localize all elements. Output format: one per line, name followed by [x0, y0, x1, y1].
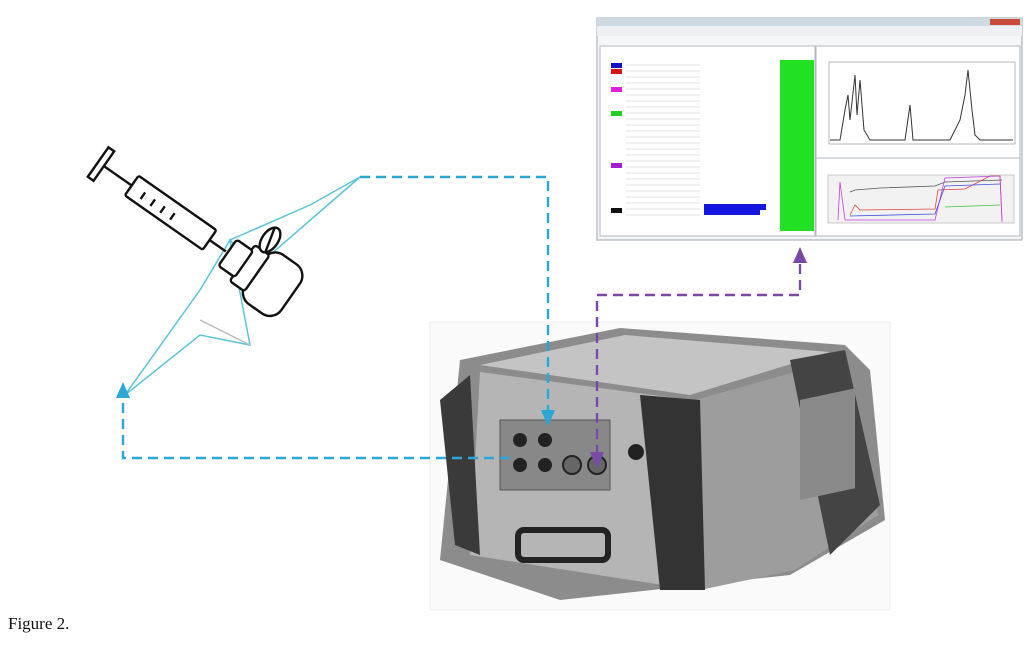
trend-line	[837, 175, 1003, 223]
menu-toolbar	[597, 26, 1022, 36]
trend-line	[849, 183, 1001, 217]
arrow-down-icon	[590, 452, 604, 468]
figure-caption: Figure 2.	[8, 614, 70, 633]
window-titlebar	[597, 18, 1022, 26]
trend-line	[944, 204, 1001, 208]
sampling-flow-line	[121, 175, 550, 460]
concentration-bar	[704, 204, 766, 210]
portable-ftir-analyzer	[429, 321, 891, 611]
valve-icon	[258, 226, 282, 254]
window-close-icon	[990, 19, 1020, 25]
arrow-up-icon	[116, 382, 130, 398]
arrow-up-icon	[793, 247, 807, 263]
arrow-down-icon	[541, 410, 555, 426]
software-screenshot	[596, 17, 1023, 241]
component-color-swatches	[611, 63, 622, 213]
trend-line	[849, 179, 1003, 193]
data-flow-line	[595, 262, 802, 455]
spectrum-line	[830, 69, 1013, 141]
table-rows	[626, 64, 700, 216]
concentration-bar	[704, 210, 760, 215]
syringe-icon	[86, 145, 304, 318]
spectrum-panel	[815, 45, 1021, 159]
status-column	[780, 60, 814, 231]
